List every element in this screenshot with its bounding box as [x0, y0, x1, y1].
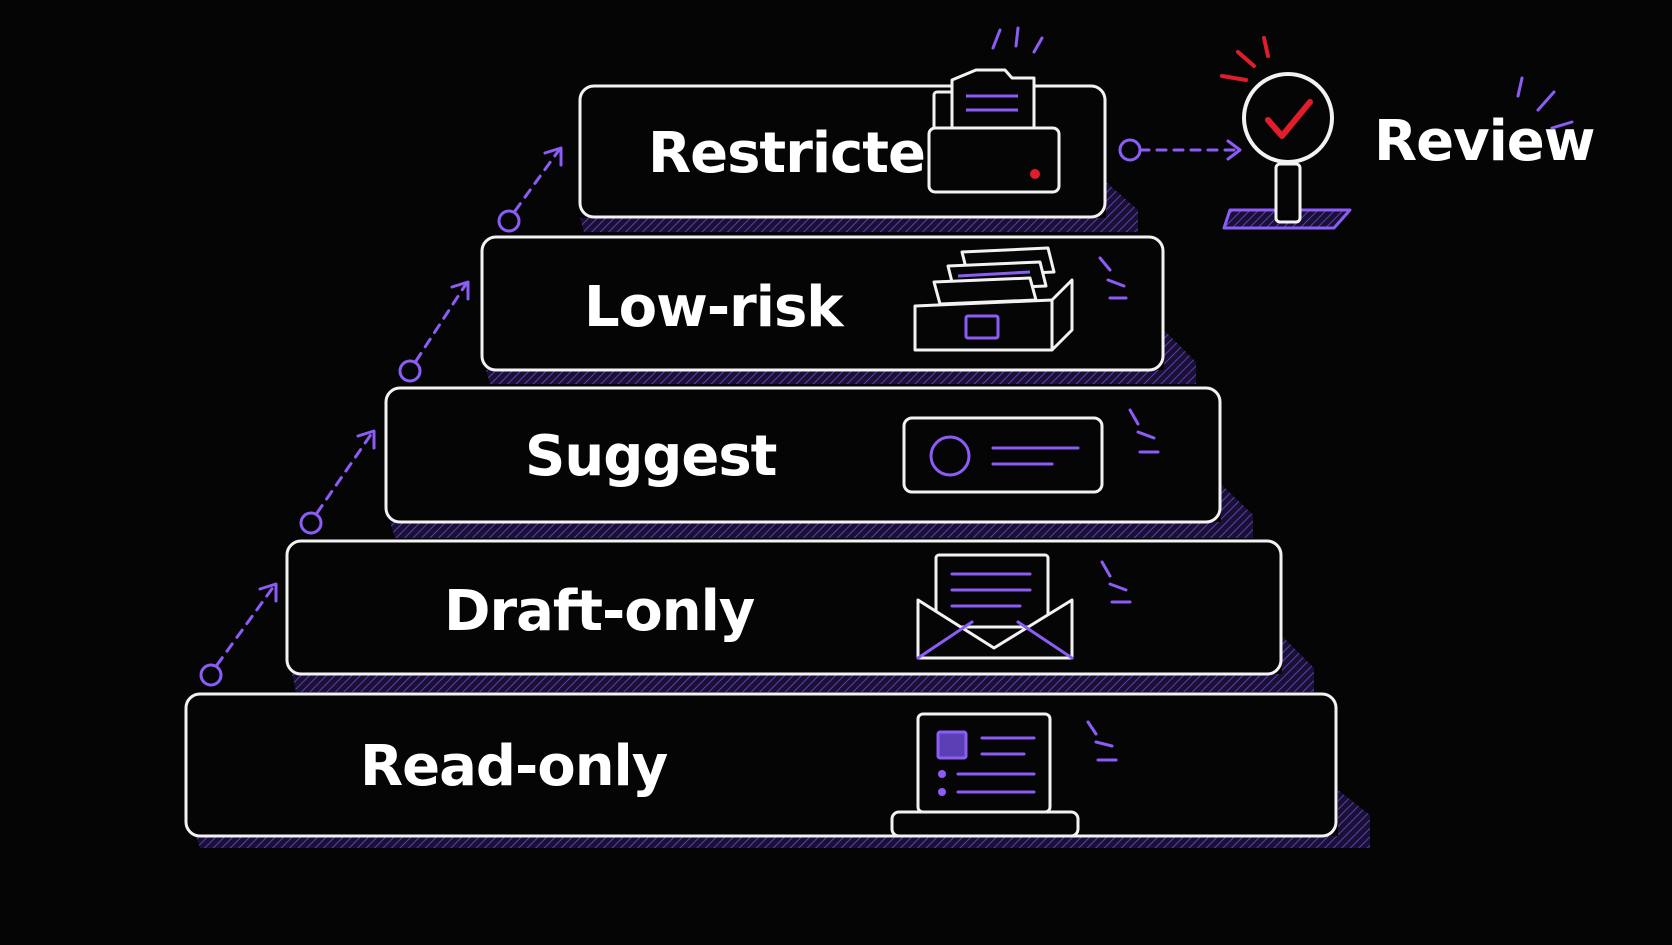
- arrow-draft-to-suggest: [299, 429, 376, 535]
- file-box-icon: [913, 246, 1128, 352]
- escalation-arrows: [199, 146, 563, 687]
- review-sparkle: [1516, 76, 1574, 130]
- tier-label-low-risk: Low-risk: [584, 275, 845, 340]
- tier-label-read-only: Read-only: [360, 734, 668, 799]
- review-connector: [1118, 138, 1242, 162]
- file-cabinet-icon: [927, 26, 1061, 194]
- document-tablet-icon: [890, 712, 1118, 838]
- arrow-suggest-to-low-risk: [398, 280, 470, 383]
- review-label: Review: [1374, 109, 1595, 174]
- tier-shadow-draft-only: [292, 636, 1314, 692]
- tier-label-suggest: Suggest: [525, 424, 777, 489]
- tier-shadow-suggest: [390, 484, 1253, 538]
- tier-box-read-only: [184, 692, 1338, 838]
- tier-shadow-restricted: [580, 182, 1138, 232]
- tier-label-restricted: Restricted: [648, 121, 964, 186]
- tier-label-draft-only: Draft-only: [444, 579, 755, 644]
- tier-labels: Restricted Low-risk Suggest Draft-only R…: [360, 121, 965, 799]
- review-checkmark-sign-icon: [1220, 36, 1352, 230]
- tier-box-draft-only: [285, 539, 1283, 676]
- suggestion-card-icon: [902, 408, 1160, 494]
- envelope-letter-icon: [916, 553, 1132, 660]
- arrow-low-risk-to-restricted: [497, 146, 563, 233]
- arrow-read-to-draft: [199, 582, 278, 687]
